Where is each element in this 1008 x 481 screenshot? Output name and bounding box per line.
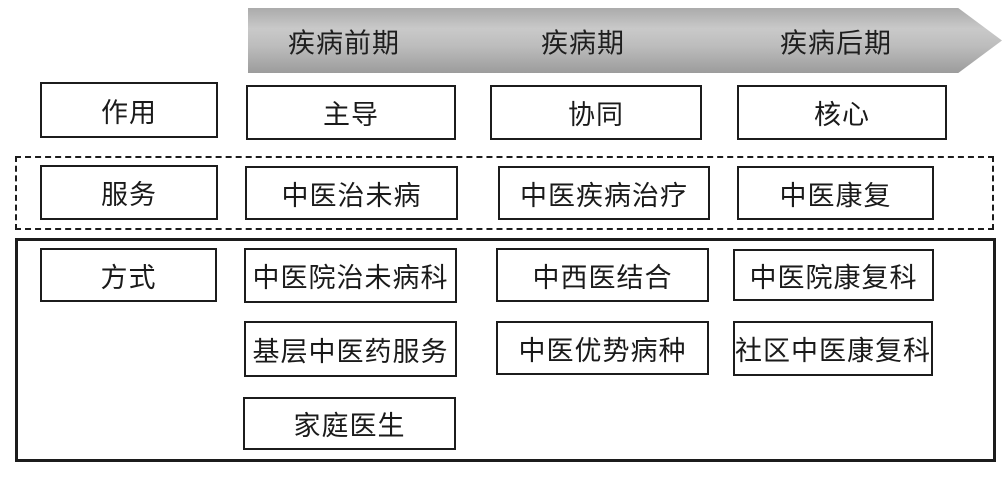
- service-cell-preventive-care: 中医治未病: [245, 166, 458, 220]
- method-cell-tcm-hospital-rehab-dept: 中医院康复科: [733, 249, 934, 301]
- method-cell-grassroots-tcm-service: 基层中医药服务: [244, 321, 457, 377]
- role-cell-core: 核心: [737, 85, 947, 140]
- role-cell-leading: 主导: [246, 85, 456, 140]
- timeline-arrow: 疾病前期 疾病期 疾病后期: [248, 8, 1002, 73]
- service-cell-disease-treatment: 中医疾病治疗: [498, 166, 710, 220]
- service-row-frame: [15, 156, 994, 230]
- method-cell-tcm-advantage-diseases: 中医优势病种: [496, 321, 709, 375]
- role-cell-collaborative: 协同: [490, 85, 702, 140]
- stage-label-disease: 疾病期: [541, 28, 625, 58]
- method-cell-integrated-medicine: 中西医结合: [496, 248, 709, 302]
- service-row-header: 服务: [40, 165, 218, 220]
- stage-label-pre-disease: 疾病前期: [288, 28, 400, 58]
- method-cell-tcm-hospital-preventive-dept: 中医院治未病科: [244, 248, 457, 303]
- method-row-frame: [15, 238, 996, 462]
- method-row-header: 方式: [40, 248, 217, 302]
- service-cell-rehabilitation: 中医康复: [737, 166, 934, 220]
- method-cell-community-tcm-rehab-dept: 社区中医康复科: [733, 321, 933, 376]
- role-row-header: 作用: [40, 82, 218, 138]
- method-cell-family-doctor: 家庭医生: [243, 397, 456, 450]
- stage-label-post-disease: 疾病后期: [780, 28, 892, 58]
